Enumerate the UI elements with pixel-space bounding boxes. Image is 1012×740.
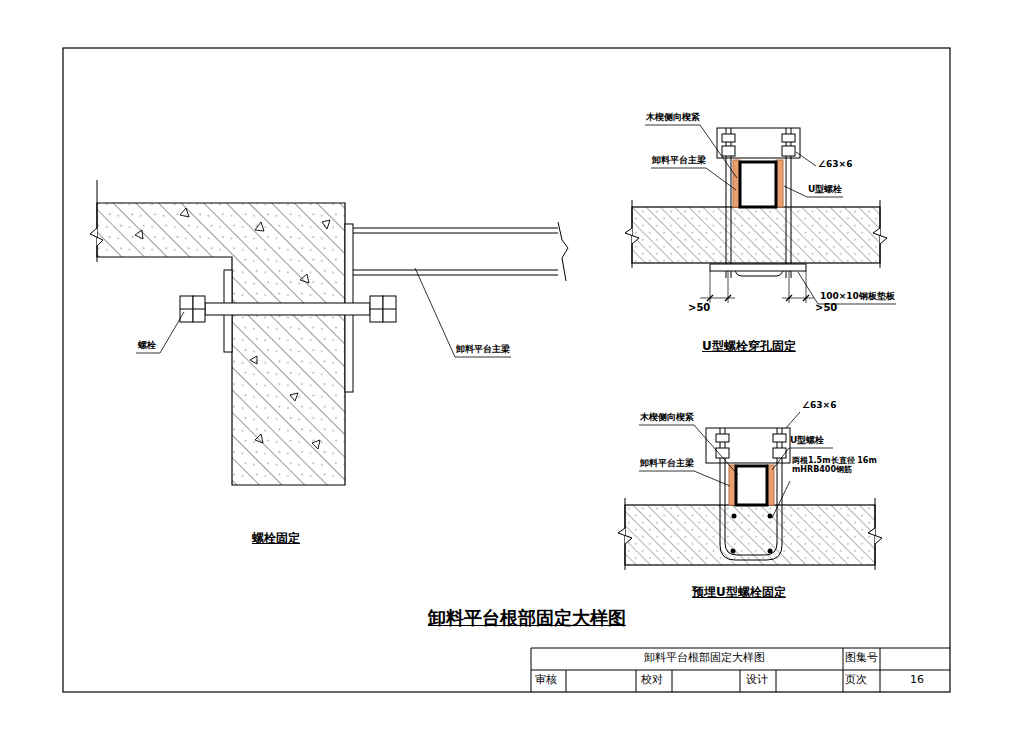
part-label: 卸料平台主梁	[456, 345, 510, 355]
view-caption: U型螺栓穿孔固定	[702, 340, 796, 353]
part-label: 木楔侧向楔紧	[646, 113, 700, 123]
part-label: 卸料平台主梁	[640, 459, 694, 469]
dimension: >50	[815, 302, 837, 313]
title-block-cell: 校对	[641, 674, 663, 686]
view-caption: 预埋U型螺栓固定	[692, 586, 786, 599]
part-label: 卸料平台主梁	[652, 156, 706, 166]
part-label: ∠63×6	[802, 401, 836, 411]
title-block-cell: 16	[910, 674, 924, 686]
part-label: 木楔侧向楔紧	[640, 413, 694, 423]
part-label: 螺栓	[138, 341, 156, 351]
title-block-cell: 图集号	[845, 652, 878, 664]
dimension: >50	[688, 302, 710, 313]
part-label: ∠63×6	[818, 160, 852, 170]
title-block-cell: 卸料平台根部固定大样图	[566, 652, 843, 664]
view-caption: 螺栓固定	[252, 532, 300, 545]
title-block-cell: 设计	[746, 674, 768, 686]
title-block-cell: 页次	[845, 674, 867, 686]
part-label: 两根1.5m长直径 16mmHRB400钢筋	[792, 457, 880, 475]
part-label: 100×10钢板垫板	[820, 292, 895, 302]
part-label: U型螺栓	[808, 185, 842, 195]
title-block-cell: 审核	[535, 674, 557, 686]
drawing-title: 卸料平台根部固定大样图	[428, 608, 626, 628]
part-label: U型螺栓	[790, 436, 824, 446]
